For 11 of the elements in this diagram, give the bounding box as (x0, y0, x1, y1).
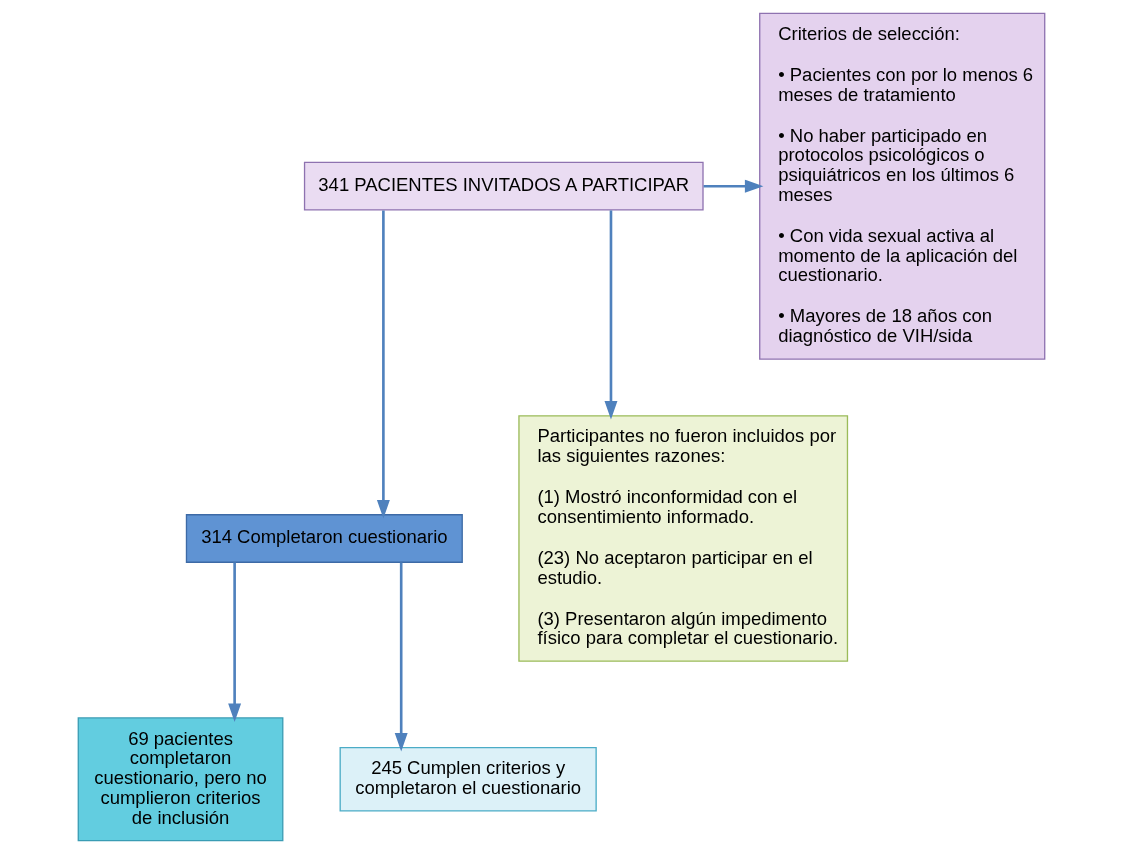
node-box: 314 Completaron cuestionario (185, 514, 463, 563)
node-box: Participantes no fueron incluidos por las siguientes razones: (1) Mostró inconformidad con el consentimiento informado. (23) No aceptaron participar en el estudio. (3) Presentaron algún impedimento físico para completar el cuestionario. (517, 415, 848, 662)
arrow (227, 562, 241, 722)
node-box: 69 pacientes completaron cuestionario, pero no cumplieron criterios de inclusión (77, 717, 283, 842)
node-box: 245 Cumplen criterios y completaron el cuestionario (339, 746, 597, 812)
arrow (703, 179, 763, 193)
arrow (376, 210, 390, 519)
node-box: Criterios de selección: • Pacientes con por lo menos 6 meses de tratamiento • No haber participado en protocolos psicológicos o psiquiátricos en los últimos 6 meses • Con vida sexual activa al momento de la aplicación del cuestionario. • Mayores de 18 años con diagnóstico de VIH/sida (758, 12, 1045, 360)
arrow (394, 562, 408, 752)
arrow (604, 210, 617, 420)
node-box: 341 PACIENTES INVITADOS A PARTICIPAR (303, 161, 704, 211)
